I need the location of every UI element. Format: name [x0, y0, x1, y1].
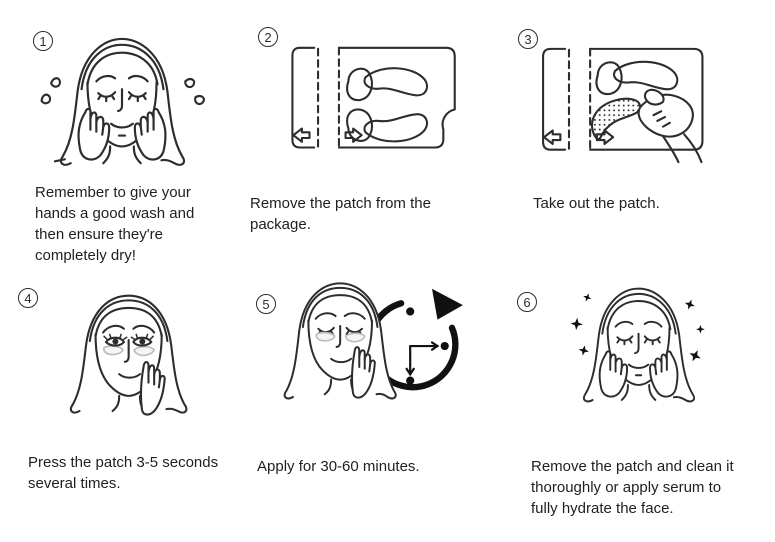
- neck: [620, 383, 629, 401]
- take-out-patch-illustration: [542, 47, 704, 164]
- nose: [335, 325, 342, 348]
- arrow-left-icon: [542, 129, 562, 145]
- right-under-eye-patch: [133, 345, 156, 357]
- patch-package-illustration: [291, 46, 456, 149]
- step-4-caption: Press the patch 3-5 seconds several time…: [28, 454, 219, 492]
- mouth: [627, 363, 650, 369]
- step-2-caption: Remove the patch from the package.: [250, 195, 431, 233]
- headband: [88, 299, 169, 343]
- right-hand: [133, 107, 167, 161]
- hair-outline: [69, 294, 188, 414]
- left-hand: [77, 107, 111, 161]
- step-3-number-badge: 3: [518, 29, 538, 49]
- right-closed-eye: [127, 91, 147, 98]
- step-6-number-badge: 6: [517, 292, 537, 312]
- mouth: [110, 122, 134, 129]
- neck: [102, 145, 112, 165]
- arrow-right-icon: [344, 127, 363, 143]
- right-eyebrow: [643, 320, 663, 328]
- right-eyebrow: [132, 324, 156, 334]
- left-eyebrow: [95, 74, 117, 83]
- hand: [350, 346, 376, 399]
- hair-outline: [59, 37, 186, 166]
- step-5-caption: Apply for 30-60 minutes.: [257, 458, 420, 475]
- eye-patch: [613, 60, 679, 91]
- left-eyebrow: [102, 324, 125, 334]
- right-hand: [649, 350, 679, 398]
- step-1-number-badge: 1: [33, 31, 53, 51]
- step-3-caption: Take out the patch.: [533, 195, 660, 212]
- right-pupil: [139, 338, 146, 345]
- step-4-number-badge: 4: [18, 288, 38, 308]
- left-under-eye-patch: [315, 331, 336, 342]
- washed-face-illustration: [40, 37, 205, 166]
- arrow-right-icon: [595, 129, 615, 145]
- neck: [323, 378, 333, 396]
- nose: [123, 339, 130, 363]
- right-closed-eye: [643, 335, 661, 342]
- step-2-number-badge: 2: [258, 27, 278, 47]
- headband: [80, 43, 165, 91]
- hair-outline: [582, 287, 696, 403]
- left-eyebrow: [314, 312, 337, 320]
- step-1-caption: Remember to give your hands a good wash …: [35, 184, 195, 264]
- water-drop: [184, 77, 196, 89]
- mouth: [118, 373, 142, 379]
- hair-outline: [283, 282, 397, 400]
- wrist: [683, 133, 703, 164]
- step-6-caption: Remove the patch and clean it thoroughly…: [531, 458, 734, 517]
- neck: [111, 394, 121, 413]
- mouth: [330, 357, 353, 364]
- right-eyebrow: [127, 74, 149, 83]
- nose: [116, 88, 124, 113]
- refreshed-face-illustration: [570, 287, 705, 403]
- water-drop: [194, 95, 205, 106]
- left-under-eye-patch: [102, 345, 124, 356]
- left-pupil: [112, 338, 119, 345]
- tear-strip: [291, 46, 316, 149]
- headband: [601, 292, 677, 335]
- left-closed-eye: [97, 91, 117, 98]
- package-body: [337, 46, 456, 149]
- sparkle-icon: [570, 293, 705, 362]
- apply-time-illustration: [283, 282, 463, 406]
- right-eyebrow: [343, 312, 366, 320]
- step-5-number-badge: 5: [256, 294, 276, 314]
- package-body: [589, 47, 704, 151]
- left-eyebrow: [614, 320, 634, 328]
- press-patch-illustration: [69, 294, 188, 416]
- left-closed-eye: [616, 335, 634, 342]
- water-drop: [50, 77, 62, 88]
- eye-patch-top: [363, 67, 428, 97]
- water-drop: [40, 93, 52, 105]
- dotted-patch: [591, 97, 642, 141]
- arrow-left-icon: [292, 127, 311, 143]
- left-hand: [598, 350, 629, 398]
- tear-strip: [542, 47, 567, 151]
- pressing-hand: [139, 361, 166, 416]
- headband: [301, 286, 379, 328]
- thumb: [643, 88, 665, 106]
- right-under-eye-patch: [344, 332, 366, 343]
- nose: [634, 332, 640, 355]
- right-closed-eye: [345, 326, 363, 334]
- eye-patch-bottom: [363, 113, 428, 143]
